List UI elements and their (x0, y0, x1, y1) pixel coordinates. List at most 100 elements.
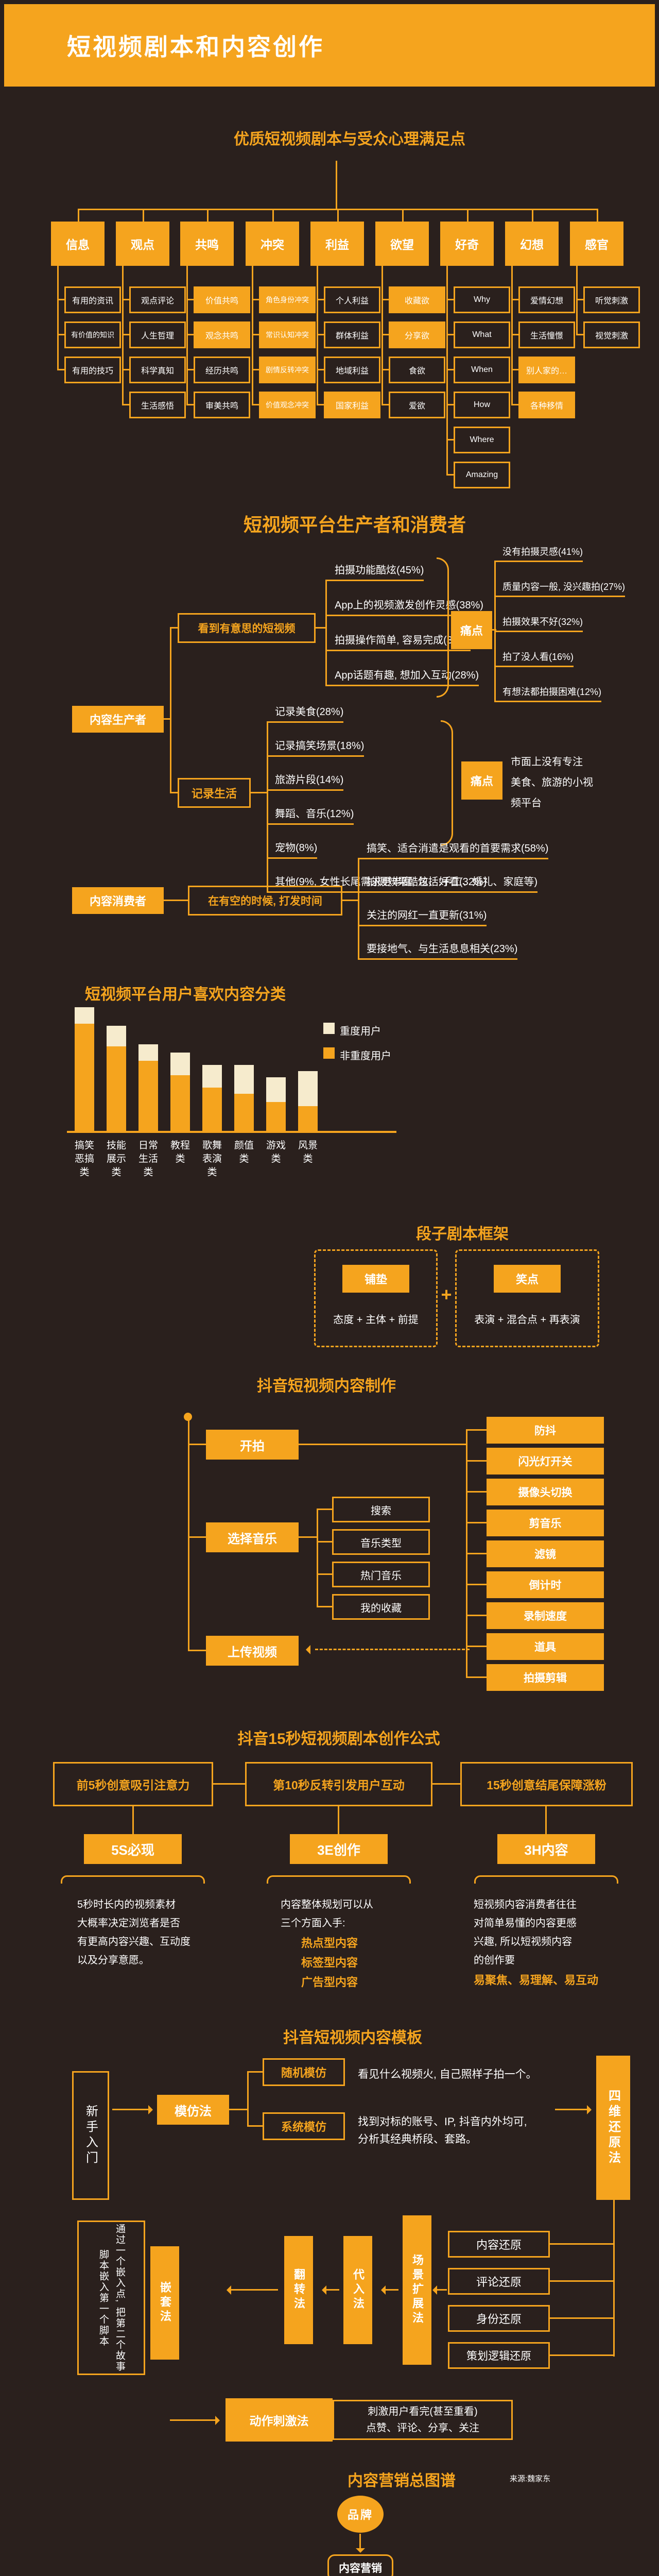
system-imitate-node: 系统模仿 (263, 2112, 345, 2140)
tool-box: 防抖 (487, 1417, 604, 1444)
s2-line (358, 858, 367, 859)
brace (61, 1875, 205, 1884)
content-marketing-node: 内容营销 (327, 2554, 393, 2576)
mm1-node: Where (454, 427, 510, 453)
formula-text: 有更高内容兴趣、互动度 (77, 1936, 190, 1947)
s2-line (494, 631, 502, 632)
mm1-stub (143, 209, 144, 222)
mm1-stub (597, 209, 598, 222)
mm1-node: 国家利益 (324, 392, 380, 418)
mm1-header-6: 好奇 (440, 222, 494, 266)
mm1-header-5: 欲望 (375, 222, 429, 266)
action-node: 动作刺激法 (226, 2398, 333, 2442)
mm1-link (317, 299, 324, 300)
bar-segment-heavy-user (298, 1071, 318, 1106)
bar-segment-light-user (170, 1075, 190, 1131)
nest-node: 嵌套法 (150, 2246, 179, 2360)
punchline-formula: 表演 + 混合点 + 再表演 (474, 1314, 580, 1326)
arrow-down-icon (356, 2548, 365, 2553)
mm1-spine (122, 266, 124, 405)
s5-line (317, 1541, 332, 1543)
dashed-box-punchline (455, 1249, 599, 1347)
mm1-node: 个人利益 (324, 286, 380, 313)
tool-box: 录制速度 (487, 1602, 604, 1629)
mm1-spine (381, 266, 383, 405)
s2-line (358, 958, 367, 960)
mm1-node: 有用的资讯 (64, 286, 121, 313)
s5-line (317, 1606, 332, 1607)
brace (474, 1875, 618, 1884)
arrow-left-icon (306, 1645, 310, 1654)
list-item: 没有拍摄灵感(41%) (502, 546, 583, 562)
mm1-node: What (454, 321, 510, 348)
dashed-box-setup (314, 1249, 438, 1347)
bar-segment-heavy-user (170, 1053, 190, 1075)
s2-line (267, 857, 275, 859)
mm1-link (381, 404, 389, 405)
dashed-arrow (315, 1649, 470, 1650)
restore-node: 身份还原 (448, 2305, 550, 2332)
s2-line (494, 701, 502, 702)
mm1-stub (207, 209, 209, 222)
bar-category-label: 技能展示类 (106, 1140, 126, 1178)
mm1-node: 常识认知冲突 (259, 321, 316, 348)
legend-label-light: 非重度用户 (340, 1050, 391, 1062)
mm1-node: 有价值的知识 (64, 321, 121, 348)
bar-category-label: 游戏类 (266, 1140, 286, 1164)
mm1-link (252, 404, 259, 405)
step-music: 选择音乐 (206, 1522, 299, 1552)
s6-line (132, 1806, 134, 1834)
mm1-link (252, 334, 259, 335)
s2-line (267, 755, 275, 757)
tool-box: 闪光灯开关 (487, 1448, 604, 1475)
s5-line (188, 1536, 206, 1538)
mm1-node: Amazing (454, 462, 510, 488)
mm1-node: 收藏欲 (389, 286, 445, 313)
formula-text: 对简单易懂的内容更感 (474, 1918, 577, 1929)
tool-box: 倒计时 (487, 1571, 604, 1598)
mm1-node: 听觉刺激 (583, 286, 640, 313)
mm1-node: 价值观念冲突 (259, 392, 316, 418)
bar-category-label: 风景类 (298, 1140, 318, 1164)
mm1-spine (576, 266, 578, 335)
system-desc: 找到对标的账号、IP, 抖音内外均可, (358, 2116, 527, 2128)
mm1-spine (511, 266, 513, 405)
music-child: 音乐类型 (332, 1529, 430, 1555)
s8-line (359, 2534, 361, 2548)
list-item: 记录美食(28%) (275, 706, 344, 723)
legend-label-heavy: 重度用户 (340, 1026, 381, 1037)
s2-line (342, 900, 358, 901)
nest-desc-box: 通过一个嵌入点, 把第二个故事脚本嵌入第一个脚本 (77, 2221, 145, 2375)
list-item: App上的视频激发创作灵感(38%) (335, 599, 483, 616)
mm1-header-0: 信息 (51, 222, 105, 266)
mm1-link (186, 334, 194, 335)
mm1-stub (402, 209, 404, 222)
s7-line (231, 2289, 278, 2291)
mm1-node: 爱情幻想 (518, 286, 575, 313)
arrow-left-icon (381, 2285, 386, 2295)
mm1-link (446, 299, 454, 300)
formula-text: 内容整体规划可以从 (281, 1899, 373, 1910)
bar-segment-heavy-user (234, 1065, 254, 1094)
s2-line (267, 721, 275, 723)
s2-line (494, 561, 502, 562)
section2-title: 短视频平台生产者和消费者 (243, 514, 466, 535)
s7-line (550, 2280, 613, 2282)
bar-segment-heavy-user (138, 1044, 158, 1061)
mm1-node: 生活感悟 (129, 392, 186, 418)
list-item: 搞笑、适合消遣是观看的首要需求(58%) (367, 842, 549, 859)
formula-step-3: 15秒创意结尾保障涨粉 (460, 1762, 633, 1806)
mm1-node: 食欲 (389, 357, 445, 383)
mm1-link (446, 369, 454, 370)
music-child: 搜索 (332, 1497, 430, 1522)
scene-expand-node: 场景扩展法 (403, 2215, 431, 2365)
mm1-link (576, 299, 583, 300)
punchline-box: 笑点 (494, 1265, 561, 1293)
list-item: 有想法都拍摄困难(12%) (502, 686, 602, 702)
s5-line (466, 1491, 487, 1493)
list-item: 宠物(8%) (275, 842, 318, 859)
formula-text: 5秒时长内的视频素材 (77, 1899, 176, 1910)
mm1-spine (186, 266, 188, 405)
s2-line (251, 792, 267, 793)
s2-line (267, 823, 275, 825)
